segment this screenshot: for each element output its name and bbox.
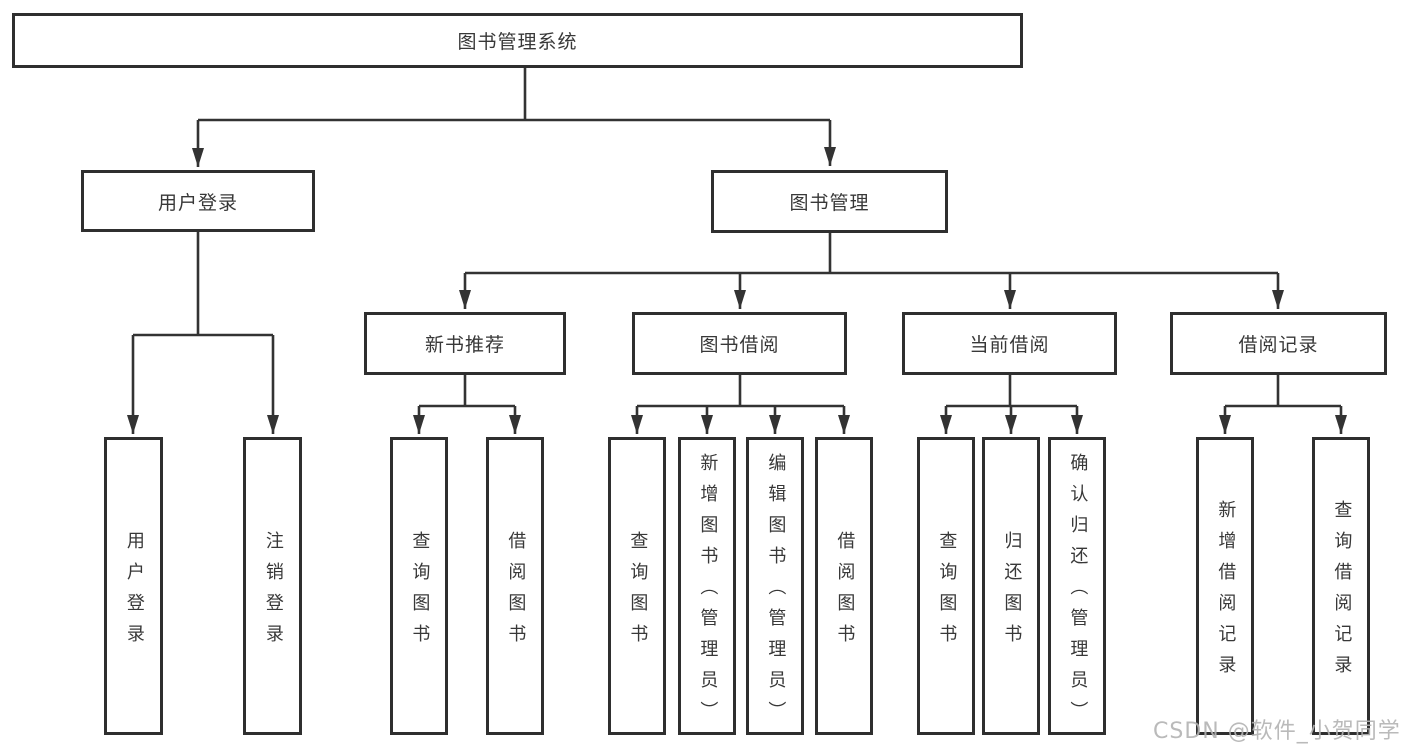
node-leaf-query-books-3-label: 查询图书 [936,530,958,655]
node-current-borrowing-label: 当前借阅 [969,334,1050,356]
node-leaf-user-login-label: 用户登录 [123,530,145,655]
node-leaf-query-books-1-label: 查询图书 [409,530,431,655]
node-book-management: 图书管理 [711,170,948,233]
node-leaf-confirm-return-admin: 确认归还（管理员） [1048,437,1106,735]
node-leaf-query-books-3: 查询图书 [917,437,975,735]
node-user-login-label: 用户登录 [157,191,238,214]
node-leaf-confirm-return-admin-label: 确认归还（管理员） [1067,453,1089,732]
node-leaf-add-borrow-record: 新增借阅记录 [1196,437,1254,735]
csdn-watermark: CSDN @软件_小贺同学 [1153,719,1401,744]
node-leaf-logout: 注销登录 [243,437,302,735]
node-leaf-add-book-admin-label: 新增图书（管理员） [697,453,719,732]
node-leaf-query-books-1: 查询图书 [390,437,448,735]
node-borrow-records: 借阅记录 [1170,312,1387,375]
node-borrow-records-label: 借阅记录 [1238,334,1319,356]
node-new-book-recommend-label: 新书推荐 [424,334,505,356]
node-leaf-borrow-books-2: 借阅图书 [815,437,873,735]
node-leaf-borrow-books-1: 借阅图书 [486,437,544,735]
node-leaf-add-borrow-record-label: 新增借阅记录 [1215,499,1237,686]
node-current-borrowing: 当前借阅 [902,312,1117,375]
node-library-system: 图书管理系统 [12,13,1023,68]
node-leaf-borrow-books-2-label: 借阅图书 [834,530,856,655]
node-leaf-edit-book-admin: 编辑图书（管理员） [746,437,804,735]
node-leaf-query-borrow-record-label: 查询借阅记录 [1331,499,1353,686]
node-leaf-query-books-2-label: 查询图书 [627,530,649,655]
node-leaf-user-login: 用户登录 [104,437,163,735]
node-book-management-label: 图书管理 [789,192,870,214]
node-leaf-query-books-2: 查询图书 [608,437,666,735]
node-leaf-logout-label: 注销登录 [262,530,284,655]
node-book-borrowing: 图书借阅 [632,312,847,375]
node-new-book-recommend: 新书推荐 [364,312,566,375]
node-leaf-return-books: 归还图书 [982,437,1040,735]
node-library-system-label: 图书管理系统 [457,31,578,53]
node-book-borrowing-label: 图书借阅 [699,334,780,356]
node-user-login: 用户登录 [81,170,315,232]
node-leaf-borrow-books-1-label: 借阅图书 [505,530,527,655]
node-leaf-edit-book-admin-label: 编辑图书（管理员） [765,453,787,732]
node-leaf-query-borrow-record: 查询借阅记录 [1312,437,1370,735]
node-leaf-return-books-label: 归还图书 [1001,530,1023,655]
node-leaf-add-book-admin: 新增图书（管理员） [678,437,736,735]
